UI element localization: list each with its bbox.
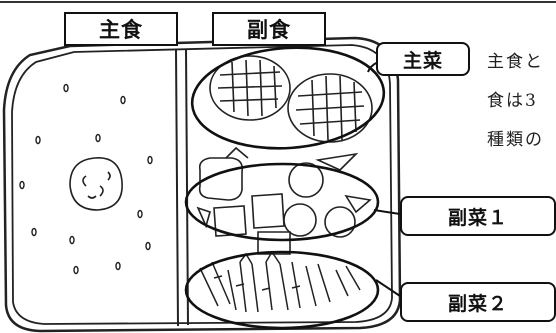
main-dish-highlight bbox=[190, 46, 386, 150]
rice-dots bbox=[19, 83, 153, 275]
main-dish-label: 主菜 bbox=[376, 42, 470, 76]
side-dish2-label: 副菜２ bbox=[400, 282, 556, 322]
caption-line: 主食と bbox=[487, 52, 544, 72]
compartment-divider bbox=[175, 49, 179, 327]
bento-box-inner bbox=[11, 44, 393, 325]
side-dish2-icon bbox=[199, 250, 361, 313]
grilled-patties-icon bbox=[209, 55, 373, 143]
umeboshi-icon bbox=[69, 157, 123, 211]
staple-food-label: 主食 bbox=[64, 12, 178, 46]
compartment-divider-2 bbox=[185, 48, 189, 326]
side-dish1-leader bbox=[373, 209, 401, 215]
side-dish1-icon bbox=[196, 146, 372, 255]
side-dish1-label: 副菜１ bbox=[400, 196, 556, 236]
caption-line: 食は3 bbox=[487, 91, 538, 111]
caption-line: 種類の bbox=[487, 130, 544, 150]
side-food-label: 副食 bbox=[212, 12, 326, 46]
side-dish1-highlight bbox=[184, 162, 380, 242]
side-dish2-leader bbox=[375, 279, 401, 297]
side-dish2-highlight bbox=[184, 250, 380, 330]
